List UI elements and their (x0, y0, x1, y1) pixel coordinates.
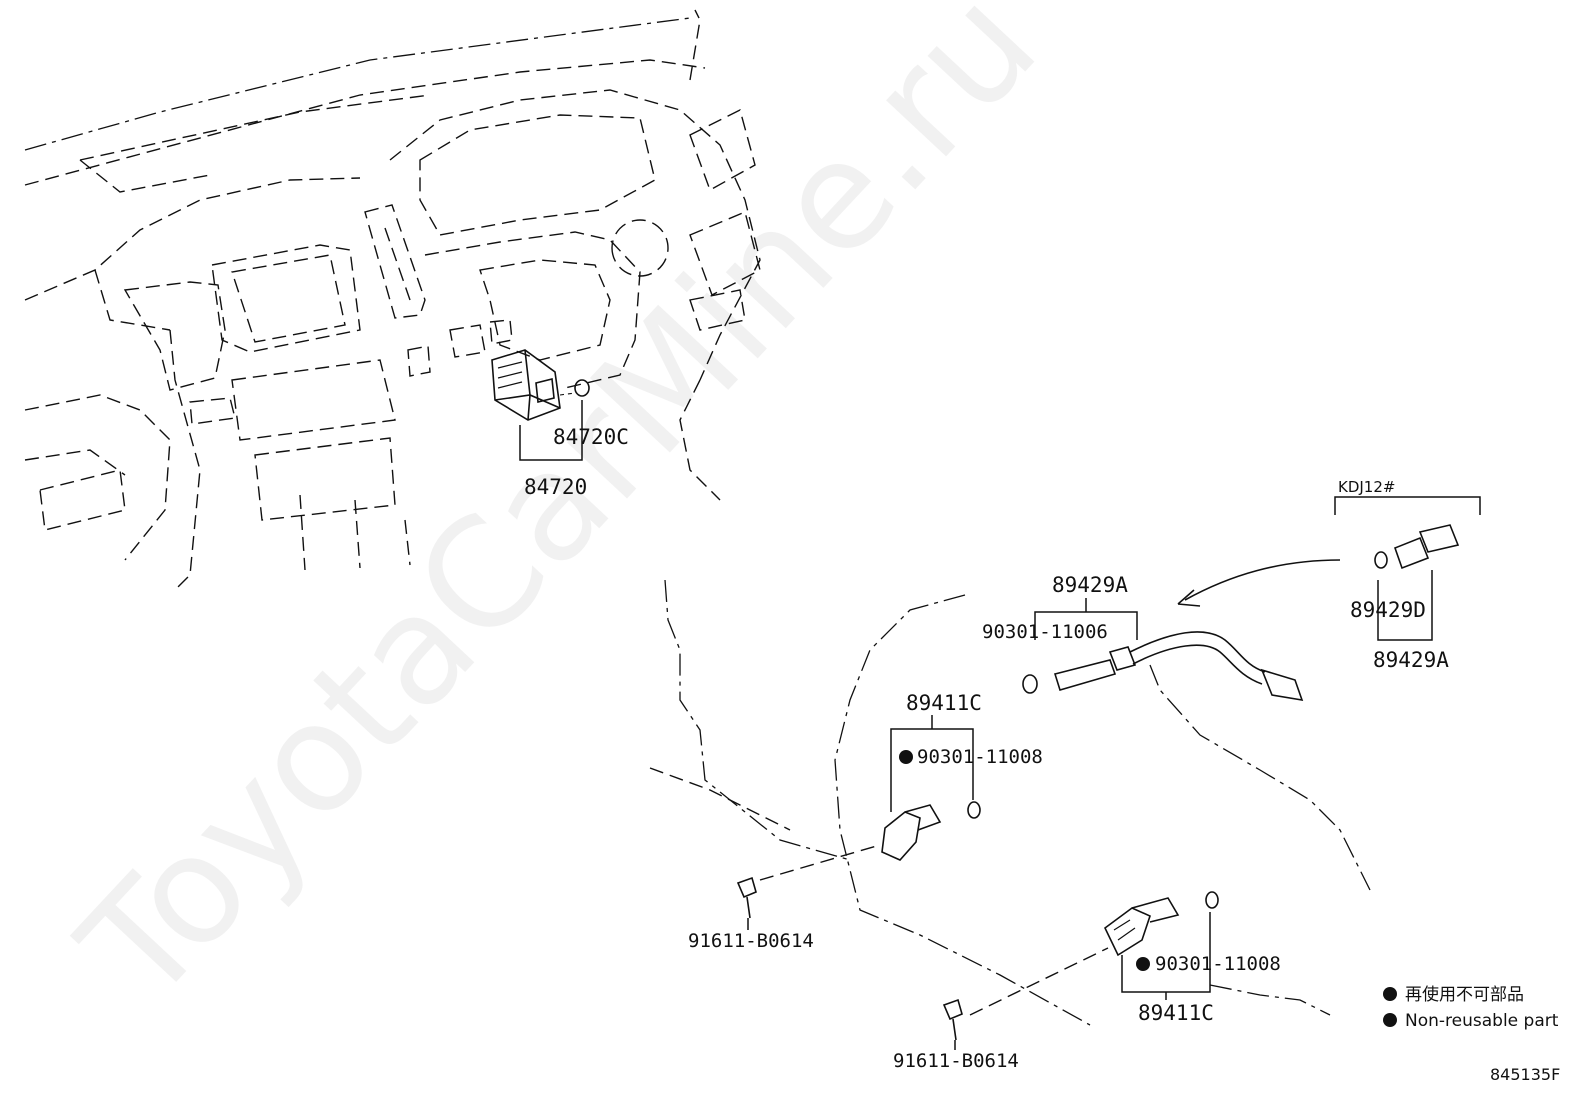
label-90301-11008-bottom: 90301-11008 (1155, 953, 1281, 975)
legend-marker-1 (1383, 987, 1397, 1001)
sensor-89411C-upper (736, 715, 981, 930)
watermark-text: ToyotaCarMine.ru (48, 0, 1070, 1035)
label-89429A-top: 89429A (1052, 573, 1128, 597)
label-84720: 84720 (524, 475, 587, 499)
label-89429A-right: 89429A (1373, 648, 1449, 672)
label-90301-11008-top: 90301-11008 (917, 746, 1043, 768)
diagram-code: 845135F (1490, 1065, 1560, 1084)
label-89411C-bottom: 89411C (1138, 1001, 1214, 1025)
variant-arrow (1177, 559, 1341, 607)
legend-marker-2 (1383, 1013, 1397, 1027)
sensor-89429A-main (1022, 598, 1304, 702)
label-89411C-top: 89411C (906, 691, 982, 715)
legend-text-jp: 再使用不可部品 (1405, 984, 1524, 1005)
label-91611-bottom: 91611-B0614 (893, 1050, 1019, 1072)
switch-84720-assembly (491, 349, 590, 461)
variant-label: KDJ12# (1338, 478, 1395, 496)
non-reusable-marker (899, 750, 913, 764)
label-84720C: 84720C (553, 425, 629, 449)
non-reusable-marker (1136, 957, 1150, 971)
sensor-89411C-lower (942, 891, 1219, 1050)
label-90301-11006: 90301-11006 (982, 621, 1108, 643)
label-89429D: 89429D (1350, 598, 1426, 622)
legend-text-en: Non-reusable part (1405, 1011, 1559, 1031)
dashboard-illustration (24, 9, 761, 591)
label-91611-top: 91611-B0614 (688, 930, 814, 952)
variant-bracket (1334, 496, 1481, 515)
sensor-89429A-variant (1374, 524, 1460, 641)
engine-outline (649, 579, 1371, 1026)
legend (1383, 987, 1397, 1027)
